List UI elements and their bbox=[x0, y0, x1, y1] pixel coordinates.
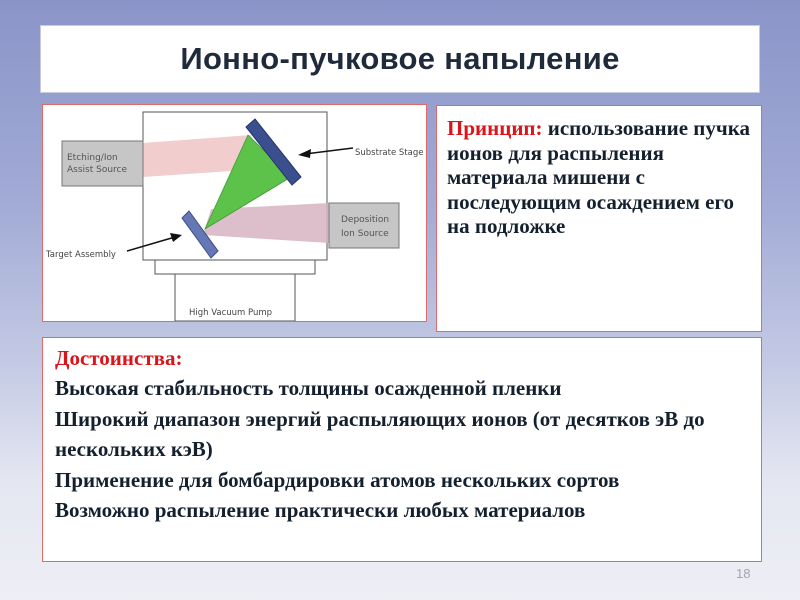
principle-box: Принцип: использование пучка ионов для р… bbox=[436, 105, 762, 332]
deposition-source-label-2: Ion Source bbox=[341, 229, 389, 239]
etching-source bbox=[61, 140, 144, 187]
target-assembly-label: Target Assembly bbox=[45, 250, 116, 260]
substrate-pointer-head bbox=[298, 149, 311, 158]
substrate-pointer-line bbox=[304, 147, 354, 155]
principle-paragraph: Принцип: использование пучка ионов для р… bbox=[447, 116, 753, 239]
etching-source-label-1: Etching/Ion bbox=[67, 153, 118, 163]
diagram-svg: Etching/Ion Assist Source Deposition Ion… bbox=[45, 111, 423, 321]
deposition-source bbox=[328, 202, 400, 249]
substrate-stage bbox=[245, 118, 302, 186]
advantages-box: Достоинства: Высокая стабильность толщин… bbox=[42, 337, 762, 562]
pump-housing bbox=[174, 273, 296, 321]
substrate-stage-label: Substrate Stage bbox=[355, 148, 423, 158]
advantage-item: Широкий диапазон энергий распыляющих ион… bbox=[55, 406, 705, 462]
slide-title: Ионно-пучковое напыление bbox=[180, 41, 620, 76]
advantage-item: Высокая стабильность толщины осажденной … bbox=[55, 376, 562, 400]
deposition-source-label-1: Deposition bbox=[341, 215, 389, 225]
chamber-base bbox=[154, 259, 316, 275]
target-assembly bbox=[181, 210, 219, 259]
ion-beam-diagram: Etching/Ion Assist Source Deposition Ion… bbox=[42, 104, 427, 322]
advantage-item: Применение для бомбардировки атомов неск… bbox=[55, 467, 620, 492]
deposition-beam bbox=[203, 203, 329, 243]
target-pointer-line bbox=[126, 236, 176, 252]
etching-source-label-2: Assist Source bbox=[67, 165, 127, 175]
etch-beam bbox=[143, 135, 261, 177]
vacuum-pump-label: High Vacuum Pump bbox=[189, 308, 272, 318]
principle-text: использование пучка ионов для распыления… bbox=[447, 116, 751, 238]
principle-label: Принцип: bbox=[447, 116, 543, 140]
target-pointer-head bbox=[170, 233, 182, 242]
page-number: 18 bbox=[736, 566, 751, 581]
title-box: Ионно-пучковое напыление bbox=[40, 25, 760, 93]
advantage-item: Возможно распыление практически любых ма… bbox=[55, 498, 586, 522]
advantages-heading: Достоинства: bbox=[55, 346, 183, 370]
